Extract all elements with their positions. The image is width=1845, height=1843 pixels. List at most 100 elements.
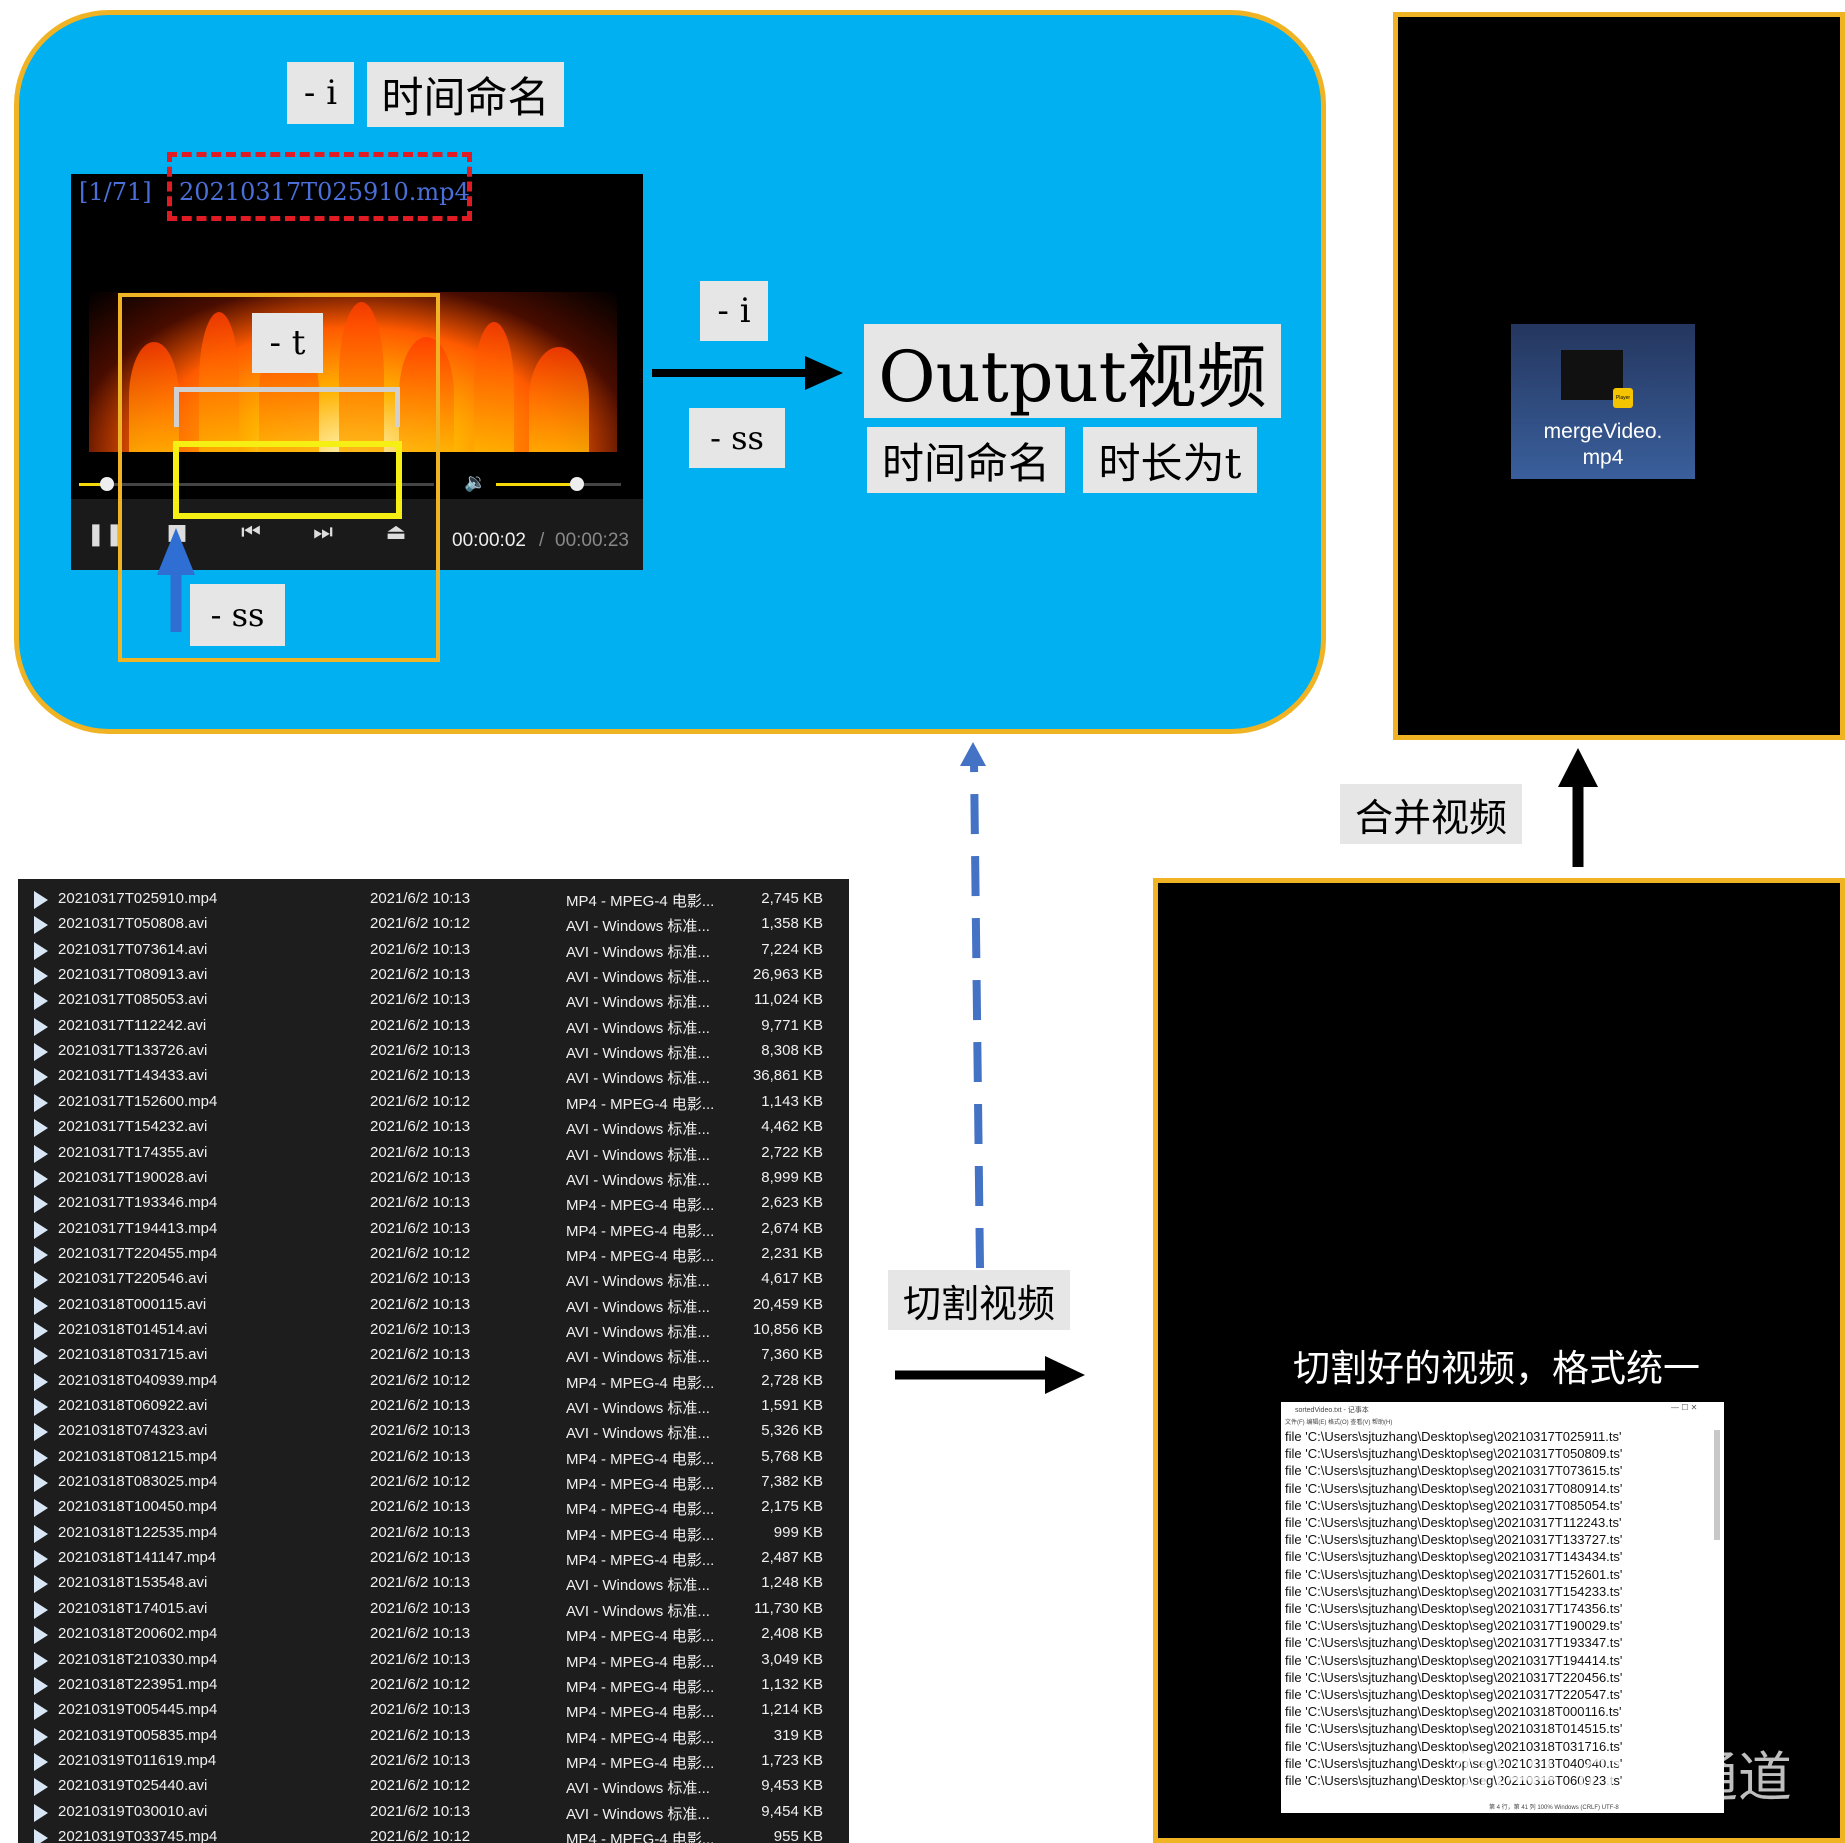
pause-icon[interactable]: ❚❚	[86, 522, 124, 547]
file-type: MP4 - MPEG-4 电影...	[566, 1830, 715, 1843]
file-size: 1,591 KB	[761, 1397, 823, 1414]
video-file-icon	[34, 1321, 48, 1340]
file-date: 2021/6/2 10:12	[370, 1827, 471, 1843]
file-type: AVI - Windows 标准...	[566, 1577, 710, 1595]
file-size: 1,723 KB	[761, 1751, 823, 1769]
file-size: 1,214 KB	[761, 1701, 823, 1719]
file-date: 2021/6/2 10:13	[370, 1143, 471, 1161]
eject-icon[interactable]: ⏏	[385, 520, 407, 545]
merged-video-file-icon[interactable]: Player mergeVideo. mp4	[1511, 324, 1695, 479]
file-size: 9,454 KB	[761, 1802, 823, 1820]
notepad-line: file 'C:\Users\sjtuzhang\Desktop\seg\202…	[1285, 1515, 1622, 1530]
file-type: AVI - Windows 标准...	[566, 1602, 710, 1620]
file-size: 2,623 KB	[761, 1194, 823, 1212]
file-type: AVI - Windows 标准...	[566, 1171, 710, 1189]
file-date: 2021/6/2 10:12	[370, 1675, 471, 1693]
video-file-icon	[34, 1524, 48, 1543]
file-date: 2021/6/2 10:13	[370, 1523, 471, 1541]
file-name: 20210317T193346.mp4	[58, 1194, 218, 1212]
volume-icon[interactable]: 🔉	[464, 472, 487, 492]
next-icon[interactable]: ⏭	[313, 520, 333, 545]
video-file-icon	[34, 1423, 48, 1442]
file-name: 20210318T081215.mp4	[58, 1447, 218, 1465]
video-file-icon	[34, 1550, 48, 1569]
file-name: 20210317T050808.avi	[58, 915, 208, 933]
seek-handle[interactable]	[100, 477, 115, 491]
file-size: 1,143 KB	[761, 1092, 823, 1110]
volume-track[interactable]	[496, 477, 621, 491]
cut-label: 切割视频	[888, 1270, 1070, 1330]
file-date: 2021/6/2 10:13	[370, 1067, 471, 1085]
file-size: 2,728 KB	[761, 1371, 823, 1389]
video-file-icon	[34, 1474, 48, 1493]
file-size: 5,326 KB	[761, 1422, 823, 1440]
file-name: 20210318T060922.avi	[58, 1397, 208, 1414]
file-date: 2021/6/2 10:13	[370, 1726, 471, 1744]
previous-icon[interactable]: ⏮	[241, 520, 261, 545]
file-name: 20210317T154232.avi	[58, 1118, 208, 1136]
file-date: 2021/6/2 10:13	[370, 1016, 471, 1034]
file-name: 20210317T190028.avi	[58, 1168, 208, 1186]
file-size: 2,722 KB	[761, 1143, 823, 1161]
file-name: 20210317T073614.avi	[58, 940, 208, 958]
file-row[interactable]: 20210317T193346.mp4 2021/6/2 10:13 MP4 - M…	[18, 1191, 849, 1216]
notepad-menu[interactable]: 文件(F) 编辑(E) 格式(O) 查看(V) 帮助(H)	[1285, 1420, 1393, 1426]
file-name: 20210318T100450.mp4	[58, 1498, 218, 1516]
file-size: 36,861 KB	[752, 1067, 823, 1085]
file-date: 2021/6/2 10:12	[370, 1092, 471, 1110]
notepad-window-controls[interactable]: — ☐ ✕	[1671, 1403, 1698, 1412]
file-size: 2,175 KB	[761, 1498, 823, 1516]
seek-track[interactable]	[79, 477, 434, 491]
file-type: AVI - Windows 标准...	[566, 918, 710, 936]
video-file-icon	[34, 1676, 48, 1695]
video-file-icon	[34, 992, 48, 1011]
file-date: 2021/6/2 10:13	[370, 1194, 471, 1212]
file-name: 20210317T194413.mp4	[58, 1219, 218, 1237]
file-date: 2021/6/2 10:13	[370, 1397, 471, 1414]
notepad-scrollbar[interactable]	[1714, 1430, 1720, 1540]
file-size: 11,730 KB	[754, 1599, 823, 1617]
file-type: MP4 - MPEG-4 电影...	[566, 1197, 715, 1215]
volume-handle[interactable]	[570, 477, 585, 491]
tag-ss-arrow: - ss	[689, 408, 785, 468]
file-type: AVI - Windows 标准...	[566, 1349, 710, 1367]
file-name: 20210317T112242.avi	[58, 1016, 207, 1034]
